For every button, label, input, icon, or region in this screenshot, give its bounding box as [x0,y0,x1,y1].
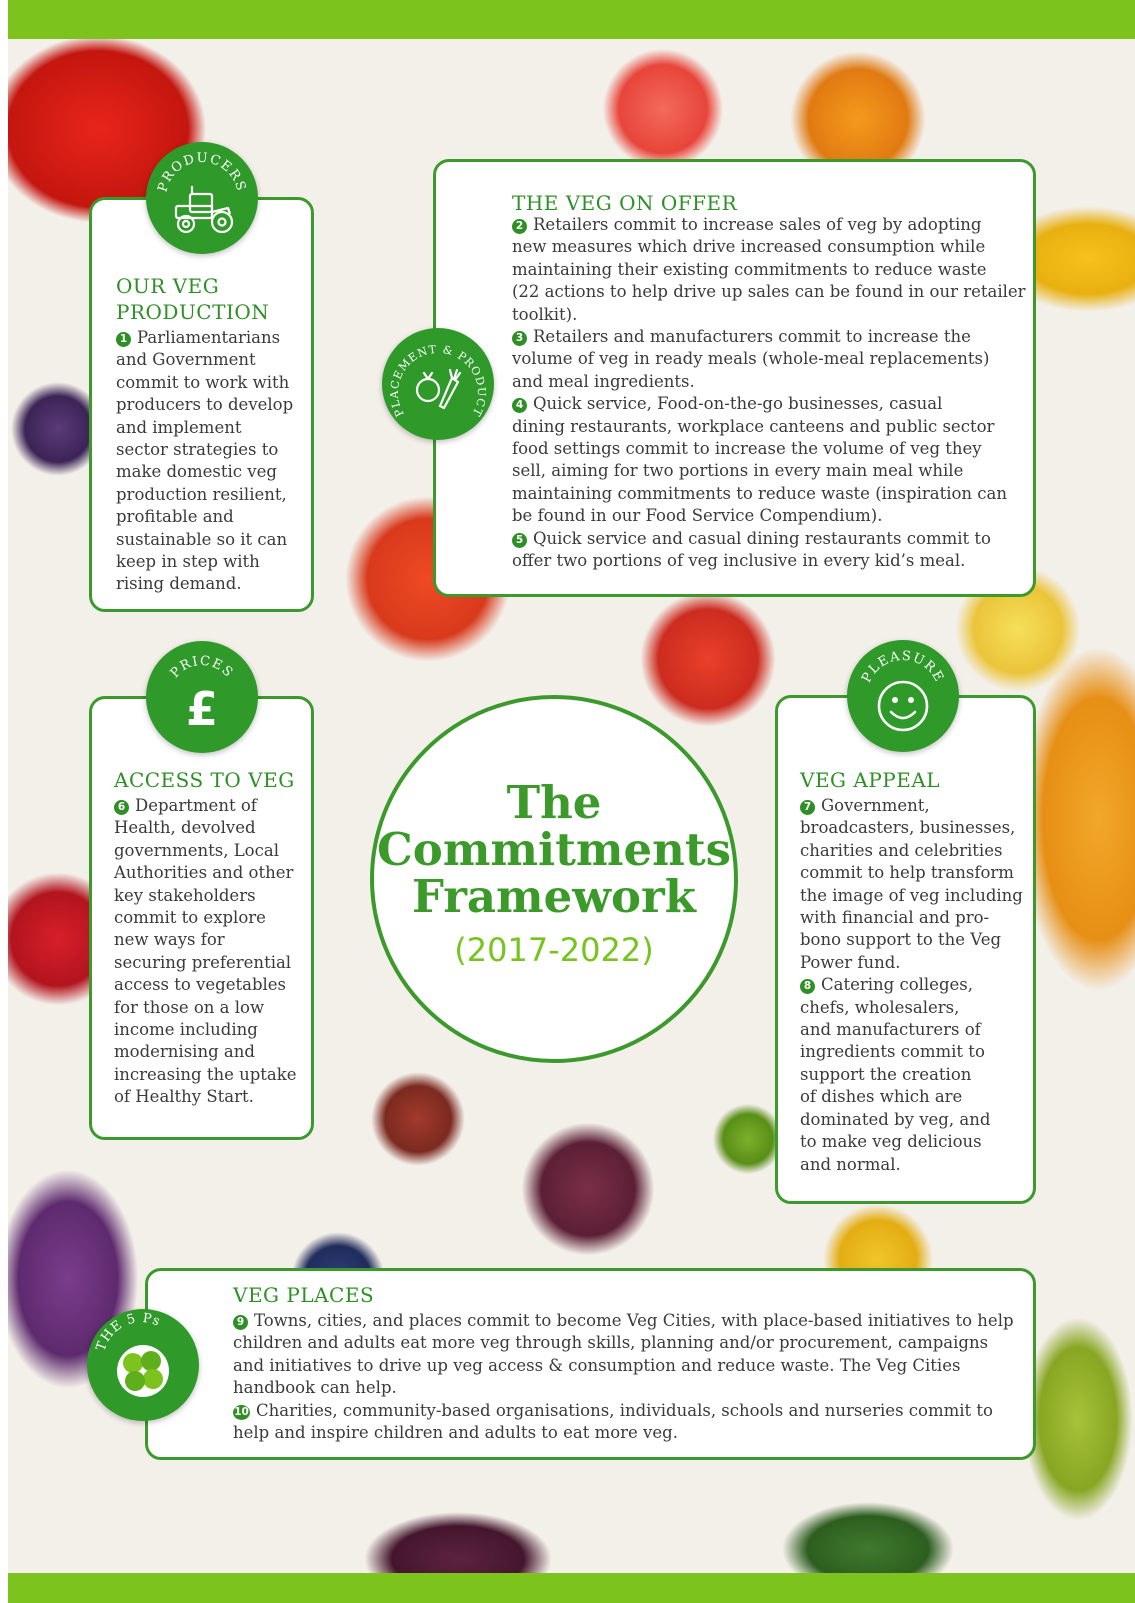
commitment-number: 5 [512,532,527,548]
tractor-icon [174,186,234,234]
framework-years: (2017-2022) [454,931,654,969]
pleasure-heading: VEG APPEAL [800,768,941,792]
placement-heading: THE VEG ON OFFER [512,191,738,215]
pound-sign-icon: £ [186,682,218,736]
pleasure-badge: PLEASURE [847,640,959,752]
commitment-number: 9 [233,1315,248,1330]
peas-icon [117,1345,169,1397]
smiley-face-icon [877,680,929,732]
bottom-accent-bar [8,1573,1135,1603]
pleasure-badge-arc-text: PLEASURE [859,649,945,686]
prices-badge-arc-text: PRICES [168,654,235,681]
places-badge: THE 5 Ps [87,1309,199,1421]
places-heading: VEG PLACES [233,1283,375,1307]
placement-badge-arc-text: PLACEMENT & PRODUCT [388,343,487,419]
commitment-number: 2 [512,219,527,234]
top-accent-bar [8,0,1135,39]
commitment-number: 10 [233,1404,250,1420]
commitment-number: 4 [512,398,527,414]
commitment-number: 3 [512,331,527,347]
framework-title-circle: The Commitments Framework (2017-2022) [370,695,738,1063]
producers-badge: PRODUCERS [146,142,258,254]
commitment-number: 1 [116,332,131,347]
producers-badge-arc-text: PRODUCERS [155,151,247,194]
placement-badge: PLACEMENT & PRODUCT [382,328,494,440]
prices-badge: PRICES £ [146,641,258,753]
svg-text:£: £ [186,682,218,736]
commitment-number: 6 [114,800,129,815]
commitment-number: 7 [800,800,815,815]
vegetables-icon [415,368,462,410]
prices-heading: ACCESS TO VEG [114,768,295,792]
commitment-number: 8 [800,979,815,995]
producers-heading: OUR VEG PRODUCTION [116,274,270,324]
framework-title: The Commitments Framework [376,776,732,923]
